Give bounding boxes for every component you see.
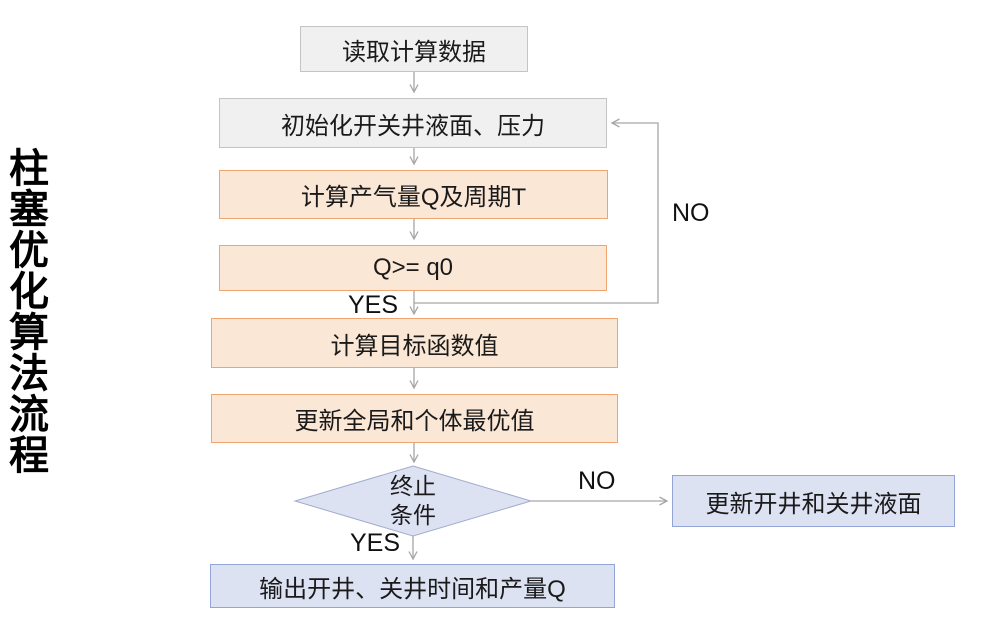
node-update-liquid-levels: 更新开井和关井液面: [672, 475, 955, 527]
edge-label-loop-no: NO: [672, 199, 710, 227]
node-calc-gas-rate: 计算产气量Q及周期T: [219, 170, 608, 219]
edge-label-terminate-no: NO: [578, 467, 616, 495]
node-terminate-line2: 条件: [390, 502, 436, 528]
node-output-result: 输出开井、关井时间和产量Q: [210, 564, 615, 608]
node-initialize-label: 初始化开关井液面、压力: [281, 112, 545, 140]
node-terminate-condition: 终止 条件: [295, 464, 531, 538]
node-terminate-line1: 终止: [390, 473, 436, 500]
node-output-result-label: 输出开井、关井时间和产量Q: [259, 575, 566, 603]
edge-label-terminate-yes: YES: [350, 529, 401, 557]
node-check-q-threshold: Q>= q0: [219, 245, 607, 291]
edge-label-check-yes: YES: [348, 291, 399, 319]
node-calc-gas-rate-label: 计算产气量Q及周期T: [300, 184, 527, 211]
node-objective-value-label: 计算目标函数值: [330, 332, 499, 360]
node-read-data: 读取计算数据: [300, 26, 528, 72]
node-update-best-label: 更新全局和个体最优值: [294, 408, 535, 435]
node-objective-value: 计算目标函数值: [211, 318, 618, 368]
node-update-best: 更新全局和个体最优值: [211, 394, 618, 443]
node-read-data-label: 读取计算数据: [342, 38, 486, 66]
node-check-q-threshold-label: Q>= q0: [372, 254, 454, 281]
terminate-diamond: [293, 465, 533, 537]
node-initialize: 初始化开关井液面、压力: [219, 98, 607, 148]
edge-check-no-loop: [414, 123, 659, 304]
diagram-title: 柱塞优化算法流程: [3, 147, 47, 475]
node-update-liquid-levels-label: 更新开井和关井液面: [705, 490, 922, 518]
